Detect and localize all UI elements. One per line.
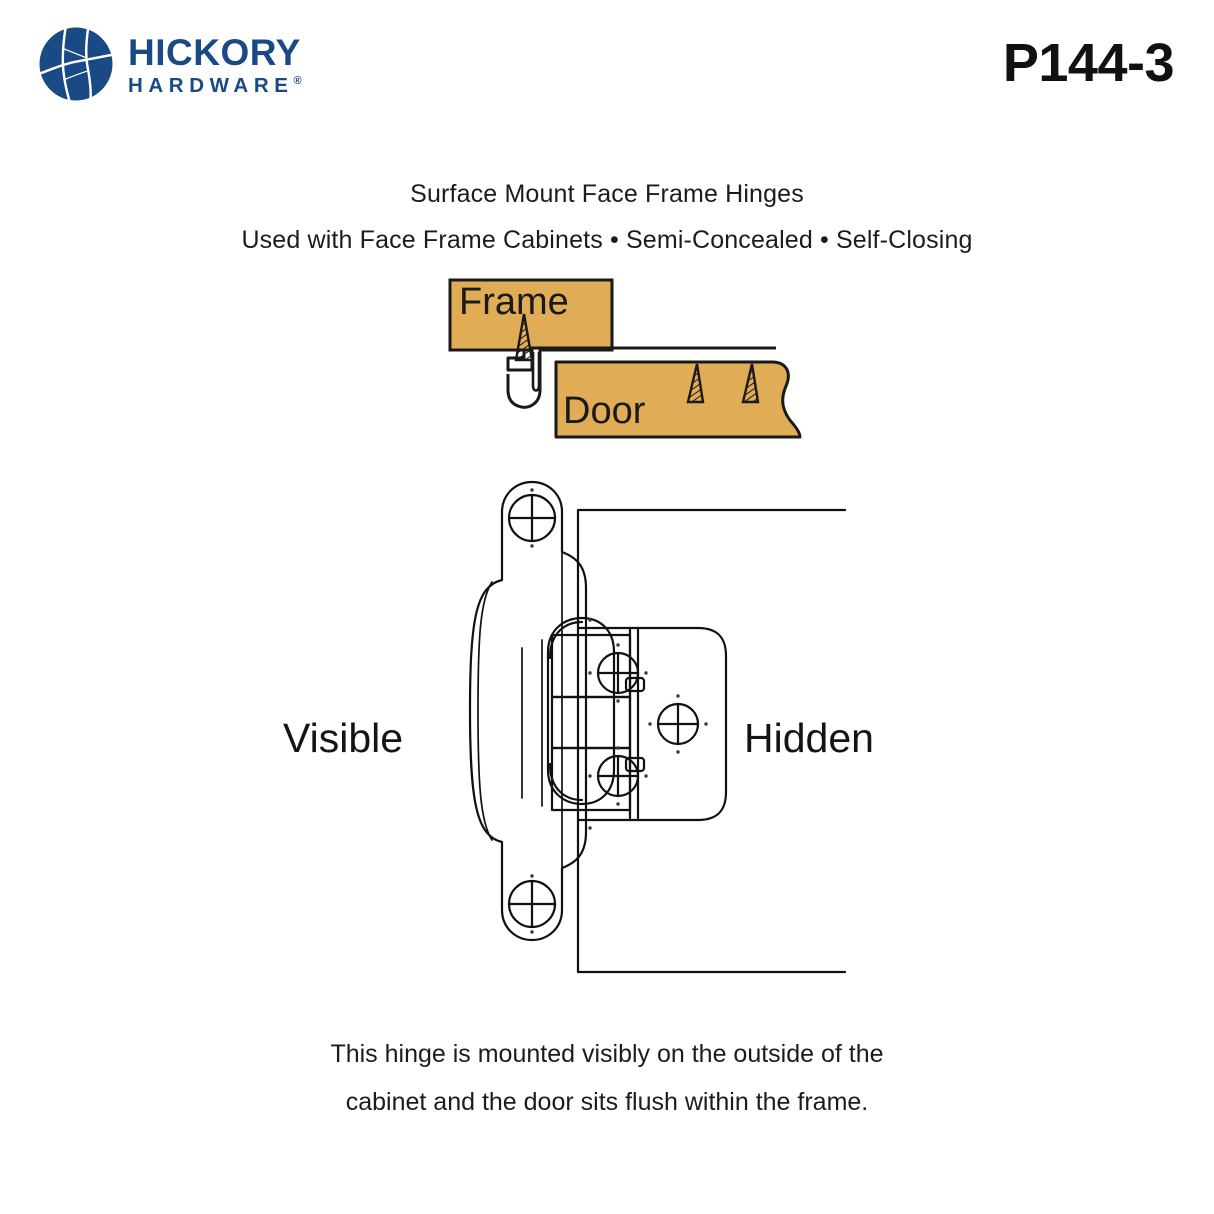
plate-screw-top <box>596 651 640 695</box>
visible-side-label: Visible <box>283 715 404 761</box>
product-sku: P144-3 <box>1002 33 1175 93</box>
hinge-pin <box>531 352 541 392</box>
hinge-spring-column <box>550 695 632 750</box>
leaf-screw-bottom <box>507 879 557 929</box>
hinge-knuckle-body <box>546 616 616 806</box>
frame-screw-wedge <box>514 313 534 362</box>
frame-block <box>448 278 614 352</box>
leaf-screw-top <box>507 493 557 543</box>
hinge-outer-leaf <box>468 480 588 942</box>
product-title: Surface Mount Face Frame Hinges <box>410 180 804 208</box>
centerline-dots <box>530 488 708 934</box>
registered-mark: ® <box>293 74 302 87</box>
door-screw-wedge-2 <box>741 363 760 404</box>
brand-secondary-text: HARDWARE® <box>128 73 302 97</box>
hinge-mounting-plate <box>576 626 728 822</box>
plate-screw-bottom <box>596 754 640 798</box>
footer-description-line-1: This hinge is mounted visibly on the out… <box>330 1040 884 1068</box>
brand-wordmark: HICKORY HARDWARE® <box>128 32 302 97</box>
hickory-hardware-circle-logo-icon <box>39 27 113 101</box>
plate-screw-middle <box>656 702 700 746</box>
door-screw-wedge-1 <box>686 363 705 404</box>
footer-description-line-2: cabinet and the door sits flush within t… <box>345 1088 869 1116</box>
hinge-line-art <box>468 480 847 974</box>
product-features: Used with Face Frame Cabinets • Semi-Con… <box>241 226 973 254</box>
door-block <box>554 360 802 439</box>
hidden-side-label: Hidden <box>744 715 874 761</box>
cross-section-illustration <box>448 278 802 439</box>
brand-primary-text: HICKORY <box>128 31 301 73</box>
hinge-barrel-top <box>548 620 584 660</box>
hinge-barrel-bottom <box>548 762 584 802</box>
cabinet-panel-outline <box>576 508 847 974</box>
hinge-tab-lower <box>624 756 646 773</box>
hinge-leaf-inner-contour <box>477 581 493 841</box>
hinge-technical-drawing <box>430 480 870 1000</box>
cross-section-diagram <box>420 262 820 457</box>
brand-logo: HICKORY HARDWARE® <box>38 26 302 102</box>
hinge-tab-upper <box>624 676 646 693</box>
